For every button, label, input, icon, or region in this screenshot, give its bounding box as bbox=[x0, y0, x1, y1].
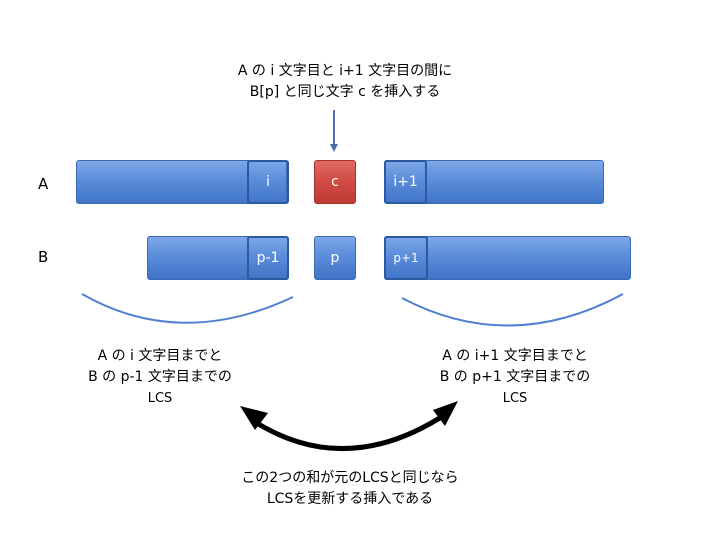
right-brace-curve bbox=[401, 293, 624, 327]
sum-arrow-left-head bbox=[240, 406, 268, 430]
sum-arrow-right-head bbox=[433, 401, 458, 426]
cell-a-i-plus-1: i+1 bbox=[384, 160, 427, 204]
cell-b-p-plus-1: p+1 bbox=[384, 236, 428, 280]
left-brace-curve bbox=[81, 293, 294, 324]
bottom-caption-line1: この2つの和が元のLCSと同じなら bbox=[241, 470, 459, 486]
top-caption-line2: B[p] と同じ文字 c を挿入する bbox=[249, 84, 441, 100]
string-b-right-bar bbox=[384, 236, 631, 280]
right-caption: A の i+1 文字目までと B の p+1 文字目までの LCS bbox=[410, 346, 620, 409]
cell-b-p-minus-1: p-1 bbox=[247, 236, 289, 280]
string-a-left-bar bbox=[76, 160, 287, 204]
left-caption: A の i 文字目までと B の p-1 文字目までの LCS bbox=[60, 346, 260, 409]
cell-a-i: i bbox=[247, 160, 289, 204]
right-caption-line1: A の i+1 文字目までと bbox=[442, 348, 588, 364]
string-a-right-bar bbox=[384, 160, 604, 204]
left-caption-line2: B の p-1 文字目までの bbox=[88, 369, 232, 385]
row-label-a: A bbox=[38, 175, 49, 193]
cell-a-c-inserted: c bbox=[314, 160, 356, 204]
bottom-caption-line2: LCSを更新する挿入である bbox=[266, 491, 434, 507]
right-caption-line3: LCS bbox=[502, 391, 528, 406]
bottom-caption: この2つの和が元のLCSと同じなら LCSを更新する挿入である bbox=[200, 468, 500, 510]
cell-b-p: p bbox=[314, 236, 356, 280]
string-b-left-bar bbox=[147, 236, 289, 280]
top-caption: A の i 文字目と i+1 文字目の間に B[p] と同じ文字 c を挿入する bbox=[190, 61, 500, 103]
right-caption-line2: B の p+1 文字目までの bbox=[439, 369, 591, 385]
row-label-b: B bbox=[38, 248, 49, 266]
top-caption-line1: A の i 文字目と i+1 文字目の間に bbox=[237, 63, 453, 79]
left-caption-line1: A の i 文字目までと bbox=[97, 348, 223, 364]
sum-double-arrow bbox=[250, 411, 448, 452]
left-caption-line3: LCS bbox=[147, 391, 173, 406]
